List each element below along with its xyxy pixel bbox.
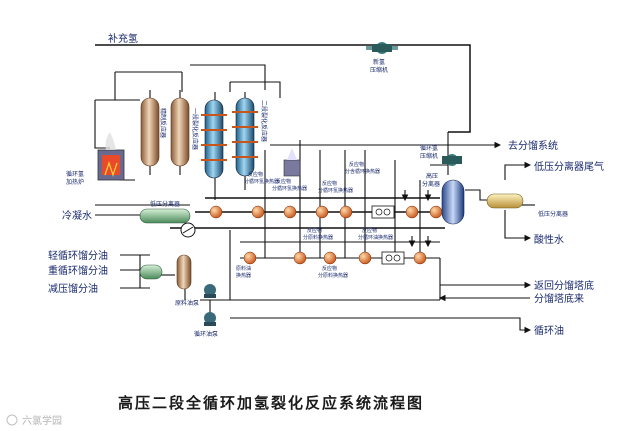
air-cooler-lower xyxy=(381,251,405,265)
label-hx-e-2: 分原料换热器 xyxy=(303,234,333,241)
label-hx-b-2: 分循环氢换热器 xyxy=(272,185,307,192)
injection-arrows xyxy=(401,190,432,248)
label-circ-compressor-1: 循环氢 xyxy=(420,144,438,152)
air-cooler-upper xyxy=(371,205,395,219)
label-circ-oil: 循环油 xyxy=(534,324,564,337)
label-circ-pump: 循环油泵 xyxy=(194,330,218,338)
label-feed-pump: 原料油泵 xyxy=(175,299,199,307)
label-hx-c-1: 反应物 xyxy=(322,180,337,187)
diagram-title: 高压二段全循环加氢裂化反应系统流程图 xyxy=(118,394,424,412)
label-hx-h-2: 换热器 xyxy=(236,272,251,279)
label-circ-furnace-2: 加热炉 xyxy=(66,178,84,186)
label-lp-tail-gas: 低压分离器尾气 xyxy=(534,160,604,173)
label-hx-d-1: 反应物 xyxy=(349,161,364,168)
condensate-pump xyxy=(180,222,196,238)
label-circ-furnace-1: 循环氢 xyxy=(66,170,84,178)
label-stage1-reactor: 一段裂化反应器 xyxy=(191,108,199,150)
stage2-cracking-reactor xyxy=(232,97,258,177)
heat-exchangers-lower xyxy=(243,251,427,265)
recycle-furnace xyxy=(97,132,125,181)
feed-pump xyxy=(204,284,216,298)
feed-drum xyxy=(139,254,192,290)
circ-pump xyxy=(204,312,216,326)
label-light-oil: 轻循环馏分油 xyxy=(48,249,108,262)
pipe-furnace-in xyxy=(94,100,110,149)
label-hx-a-2: 分循环氢换热器 xyxy=(244,178,279,185)
label-to-fractionation: 去分馏系统 xyxy=(508,139,558,152)
label-hx-a-1: 反应物 xyxy=(248,171,263,178)
label-circ-compressor-2: 压缩机 xyxy=(420,152,438,160)
label-makeup-gas: 补充氢 xyxy=(108,32,138,45)
label-hx-g-2: 分原料换热器 xyxy=(318,272,348,279)
label-hp-separator-2: 分离器 xyxy=(422,180,440,188)
label-new-compressor-2: 压缩机 xyxy=(370,66,388,74)
label-hx-b-1: 反应物 xyxy=(276,178,291,185)
stage2-heater xyxy=(283,148,301,177)
label-hx-f-1: 反应物 xyxy=(362,227,377,234)
watermark-text: 六氯学园 xyxy=(22,414,62,427)
pipe-circ-oil xyxy=(230,317,532,334)
label-stage2-reactor: 二段裂化反应器 xyxy=(260,100,268,142)
label-vacuum-oil: 减压馏分油 xyxy=(48,282,98,295)
new-hydrogen-compressor xyxy=(366,42,398,54)
label-condensate: 冷凝水 xyxy=(62,209,92,222)
label-hx-c-2: 分循环氢换热器 xyxy=(318,187,353,194)
label-lp-separator-left: 低压分离器 xyxy=(150,200,180,208)
label-hx-d-2: 分含循环换热器 xyxy=(345,168,380,175)
pipe-makeup-gas xyxy=(95,44,471,133)
label-return-bottom: 返回分馏塔底 xyxy=(534,279,594,292)
label-refining-reactor: 精制反应器 xyxy=(159,108,167,138)
label-hx-e-1: 反应物 xyxy=(307,227,322,234)
refining-reactor-b xyxy=(170,97,190,167)
stage1-cracking-reactor xyxy=(201,99,227,179)
lp-separator-left xyxy=(139,208,191,224)
pipes xyxy=(94,44,535,334)
watermark: 六氯学园 xyxy=(6,414,62,427)
label-hx-g-1: 反应物 xyxy=(322,265,337,272)
label-new-compressor-1: 新氢 xyxy=(373,58,385,66)
label-acid-water: 酸性水 xyxy=(534,233,564,246)
heat-exchangers-upper xyxy=(209,205,443,219)
refining-reactor-a xyxy=(140,97,160,167)
label-hx-h-1: 原料油 xyxy=(236,265,251,272)
lp-separator-right xyxy=(486,193,524,209)
label-lp-separator-right: 低压分离器 xyxy=(538,210,568,218)
recycle-compressor xyxy=(442,154,462,166)
hp-separator xyxy=(441,179,465,225)
label-hx-f-2: 分循环油换热器 xyxy=(358,234,393,241)
label-hp-separator-1: 高压 xyxy=(426,172,438,180)
label-heavy-oil: 重循环馏分油 xyxy=(48,264,108,277)
label-from-bottom: 分馏塔底来 xyxy=(534,292,584,305)
